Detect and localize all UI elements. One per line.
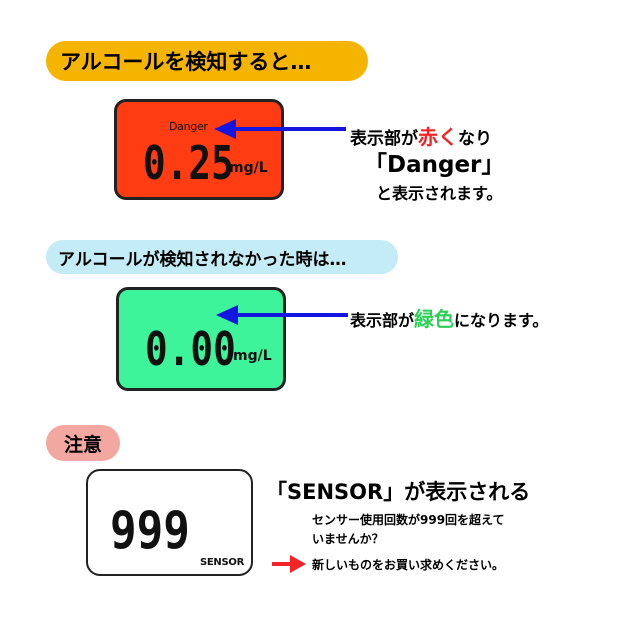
section1-desc-line2: 「Danger」 [364, 152, 505, 178]
section2-desc: 表示部が緑色になります。 [350, 307, 549, 331]
section1-desc-line3: と表示されます。 [376, 184, 503, 203]
lcd-display-danger: Danger 0.25 mg/L [114, 99, 284, 200]
sensor-body-line1: センサー使用回数が999回を超えて [312, 513, 505, 527]
sensor-body-line2: いませんか？ [312, 532, 384, 546]
caution-heading: 注意 [46, 425, 120, 461]
section1-heading: アルコールを検知すると… [46, 41, 368, 81]
lcd-danger-value: 0.25 [143, 136, 234, 190]
lcd-display-sensor: 999 SENSOR [86, 469, 253, 576]
lcd-sensor-label: SENSOR [200, 557, 245, 568]
red-arrow-icon [272, 555, 306, 573]
section1-desc-line1: 表示部が赤くなり [350, 125, 492, 149]
lcd-safe-unit: mg/L [233, 348, 272, 364]
sensor-action: 新しいものをお買い求めください。 [312, 558, 505, 572]
lcd-sensor-value: 999 [110, 501, 190, 561]
blue-arrow-icon [214, 119, 346, 139]
section2-heading: アルコールが検知されなかった時は… [46, 240, 398, 274]
lcd-danger-unit: mg/L [229, 160, 268, 176]
sensor-heading: 「SENSOR」が表示される [266, 480, 531, 504]
blue-arrow-icon [216, 305, 348, 325]
lcd-display-safe: 0.00 mg/L [116, 287, 286, 391]
lcd-danger-label: Danger [169, 120, 208, 133]
lcd-safe-value: 0.00 [145, 322, 236, 376]
